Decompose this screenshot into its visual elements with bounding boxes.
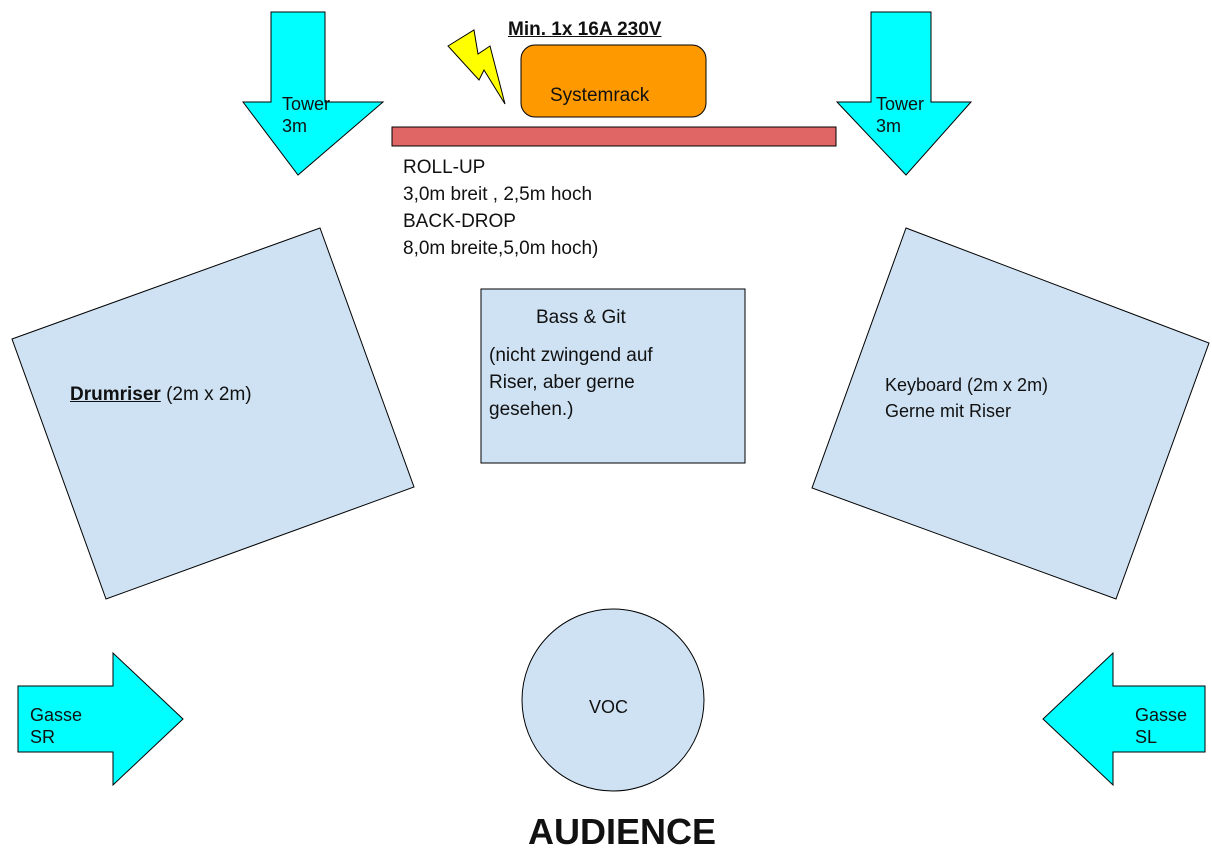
backdrop-bar (391, 126, 837, 147)
backline-line: BACK-DROP (403, 211, 516, 232)
lightning-bolt-icon (447, 29, 506, 105)
systemrack-box (520, 44, 707, 118)
tower-left-arrow (241, 11, 385, 176)
tower-left-name: Tower (282, 94, 331, 114)
drumriser-label: Drumriser (2m x 2m) (70, 383, 252, 407)
gasse-sl-name: Gasse (1135, 705, 1188, 725)
gasse-sl-arrow (1042, 651, 1206, 787)
bass-git-note-line: Riser, aber gerne (489, 372, 635, 393)
voc-label: VOC (589, 697, 629, 717)
tower-right-name: Tower (876, 94, 925, 114)
tower-right-label: Tower 3m (876, 93, 924, 137)
keyboard-line: Gerne mit Riser (885, 401, 1012, 421)
keyboard-platform (811, 227, 1210, 600)
backline-text: ROLL-UP 3,0m breit , 2,5m hoch BACK-DROP… (403, 154, 598, 262)
keyboard-label: Keyboard (2m x 2m) Gerne mit Riser (885, 372, 1048, 424)
power-requirement: Min. 1x 16A 230V (508, 19, 662, 40)
keyboard-line: Keyboard (2m x 2m) (885, 375, 1049, 395)
backline-line: 3,0m breit , 2,5m hoch (403, 184, 593, 205)
gasse-sl-label: Gasse SL (1135, 704, 1187, 748)
systemrack-label: Systemrack (550, 85, 650, 106)
bass-git-note-line: gesehen.) (489, 399, 574, 420)
drumriser-platform (11, 227, 415, 600)
bass-git-platform (480, 288, 746, 464)
tower-left-size: 3m (282, 116, 308, 136)
audience-label: AUDIENCE (528, 811, 717, 852)
voc-position (521, 608, 705, 792)
gasse-sr-side: SR (30, 727, 56, 747)
backline-line: ROLL-UP (403, 157, 486, 178)
drumriser-name: Drumriser (70, 384, 161, 405)
bass-git-note-line: (nicht zwingend auf (489, 345, 653, 366)
tower-right-size: 3m (876, 116, 902, 136)
drumriser-size: (2m x 2m) (166, 384, 252, 405)
gasse-sr-arrow (17, 651, 184, 787)
gasse-sr-name: Gasse (30, 705, 83, 725)
bass-git-note: (nicht zwingend auf Riser, aber gerne ge… (489, 342, 653, 423)
gasse-sr-label: Gasse SR (30, 704, 82, 748)
backline-line: 8,0m breite,5,0m hoch) (403, 238, 599, 259)
tower-right-arrow (835, 11, 973, 176)
tower-left-label: Tower 3m (282, 93, 330, 137)
bass-git-title: Bass & Git (536, 307, 626, 328)
gasse-sl-side: SL (1135, 727, 1158, 747)
